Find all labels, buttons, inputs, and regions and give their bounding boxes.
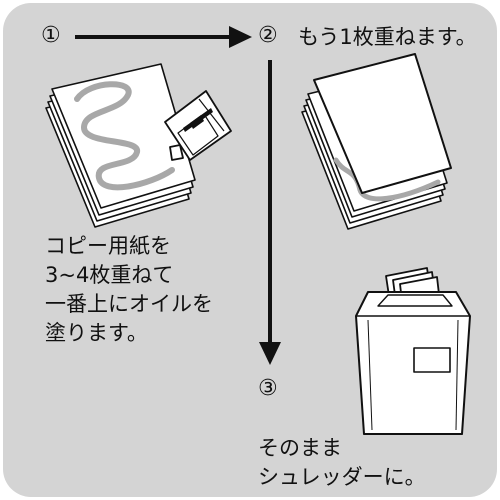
step-1-caption-line: 塗ります。: [45, 321, 148, 345]
step-2-marker: ②: [258, 23, 278, 48]
shredder-icon: [355, 267, 471, 435]
paper-stack-with-top-sheet-icon: [301, 53, 452, 230]
step-1-caption-line: コピー用紙を: [45, 234, 171, 258]
step-3-caption: そのまま シュレッダーに。: [258, 434, 426, 492]
step-3-marker: ③: [258, 376, 278, 401]
paper-stack-icon: [45, 63, 196, 228]
step-1-marker: ①: [41, 23, 61, 48]
step-1-caption-line: 3~4枚重ねて: [45, 263, 174, 287]
step-3-caption-line: シュレッダーに。: [258, 465, 426, 489]
step-1-caption: コピー用紙を 3~4枚重ねて 一番上にオイルを 塗ります。: [45, 232, 213, 348]
down-arrow-icon: [259, 60, 281, 365]
right-arrow-icon: [75, 26, 252, 48]
oil-bottle-icon: [164, 90, 232, 161]
step-3-caption-line: そのまま: [258, 436, 342, 460]
step-2-caption-line: もう1枚重ねます。: [298, 25, 477, 49]
step-2-caption: もう1枚重ねます。: [298, 23, 477, 52]
step-1-caption-line: 一番上にオイルを: [45, 292, 213, 316]
